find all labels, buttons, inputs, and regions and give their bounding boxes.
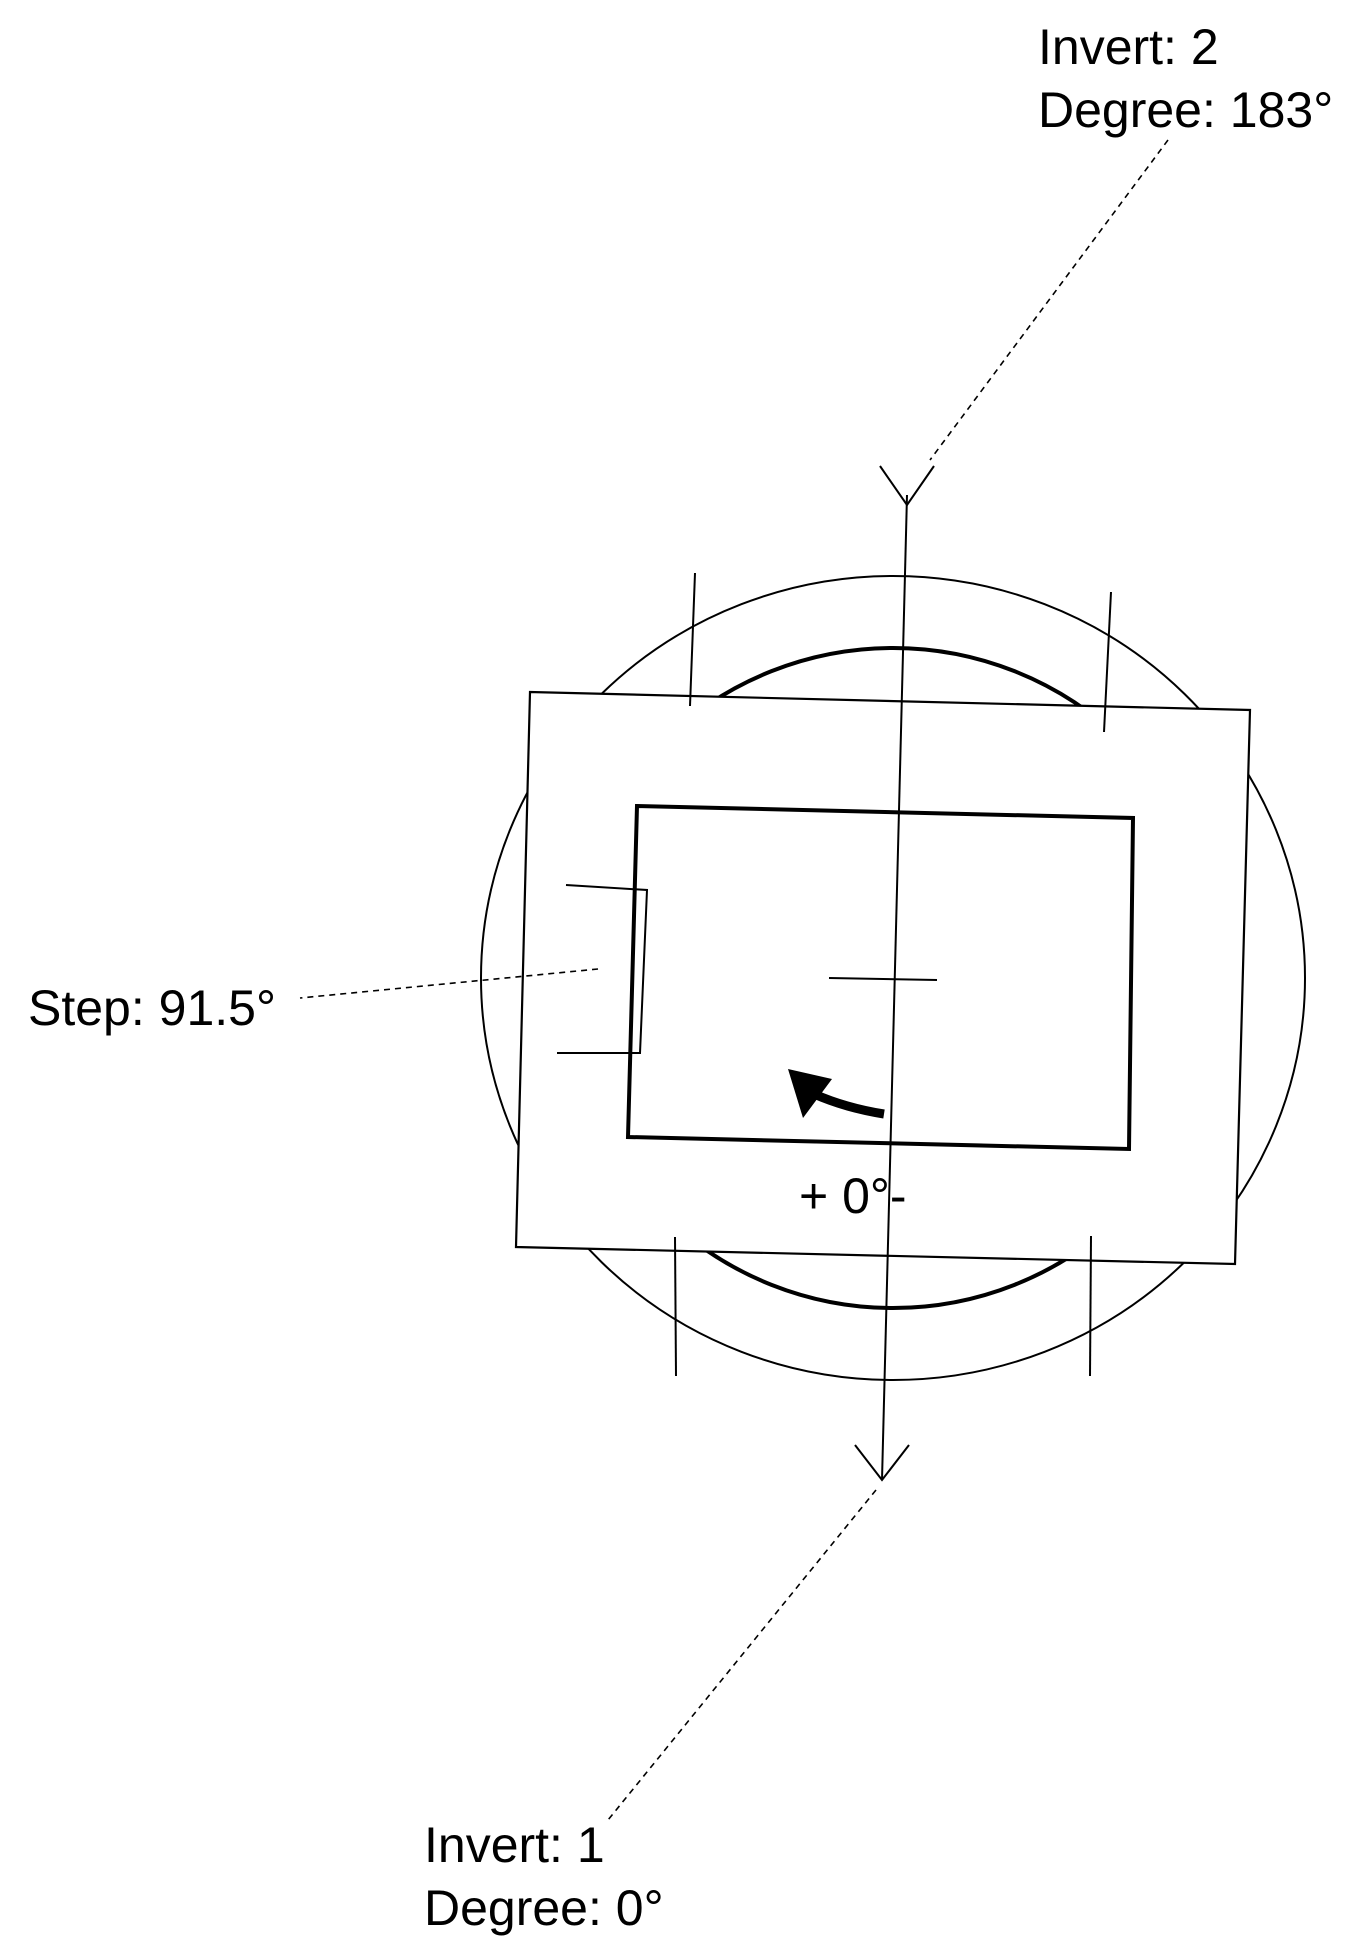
tick-bottom-right (1089, 1235, 1092, 1377)
leader-step (299, 968, 599, 999)
top-arrow-icon (879, 465, 935, 507)
left-bracket (557, 884, 649, 1054)
rotation-label: + 0°- (799, 1168, 907, 1224)
bottom-arrow-icon (854, 1444, 910, 1482)
tick-top-right (1103, 591, 1112, 733)
center-crosshair (828, 977, 938, 981)
curved-arrow-icon (788, 1069, 885, 1119)
vertical-axis (881, 494, 908, 1481)
inner-frame (625, 803, 1136, 1152)
degree-top-label: Degree: 183° (1038, 82, 1333, 138)
tick-top-left (689, 572, 696, 707)
invert-top-label: Invert: 2 (1038, 19, 1219, 75)
step-label: Step: 91.5° (28, 980, 276, 1036)
tick-bottom-left (674, 1236, 677, 1377)
outer-circle (480, 575, 1306, 1381)
invert-bottom-label: Invert: 1 (424, 1817, 605, 1873)
leader-top (929, 139, 1169, 461)
leader-bottom (607, 1489, 877, 1821)
degree-bottom-label: Degree: 0° (424, 1880, 664, 1936)
